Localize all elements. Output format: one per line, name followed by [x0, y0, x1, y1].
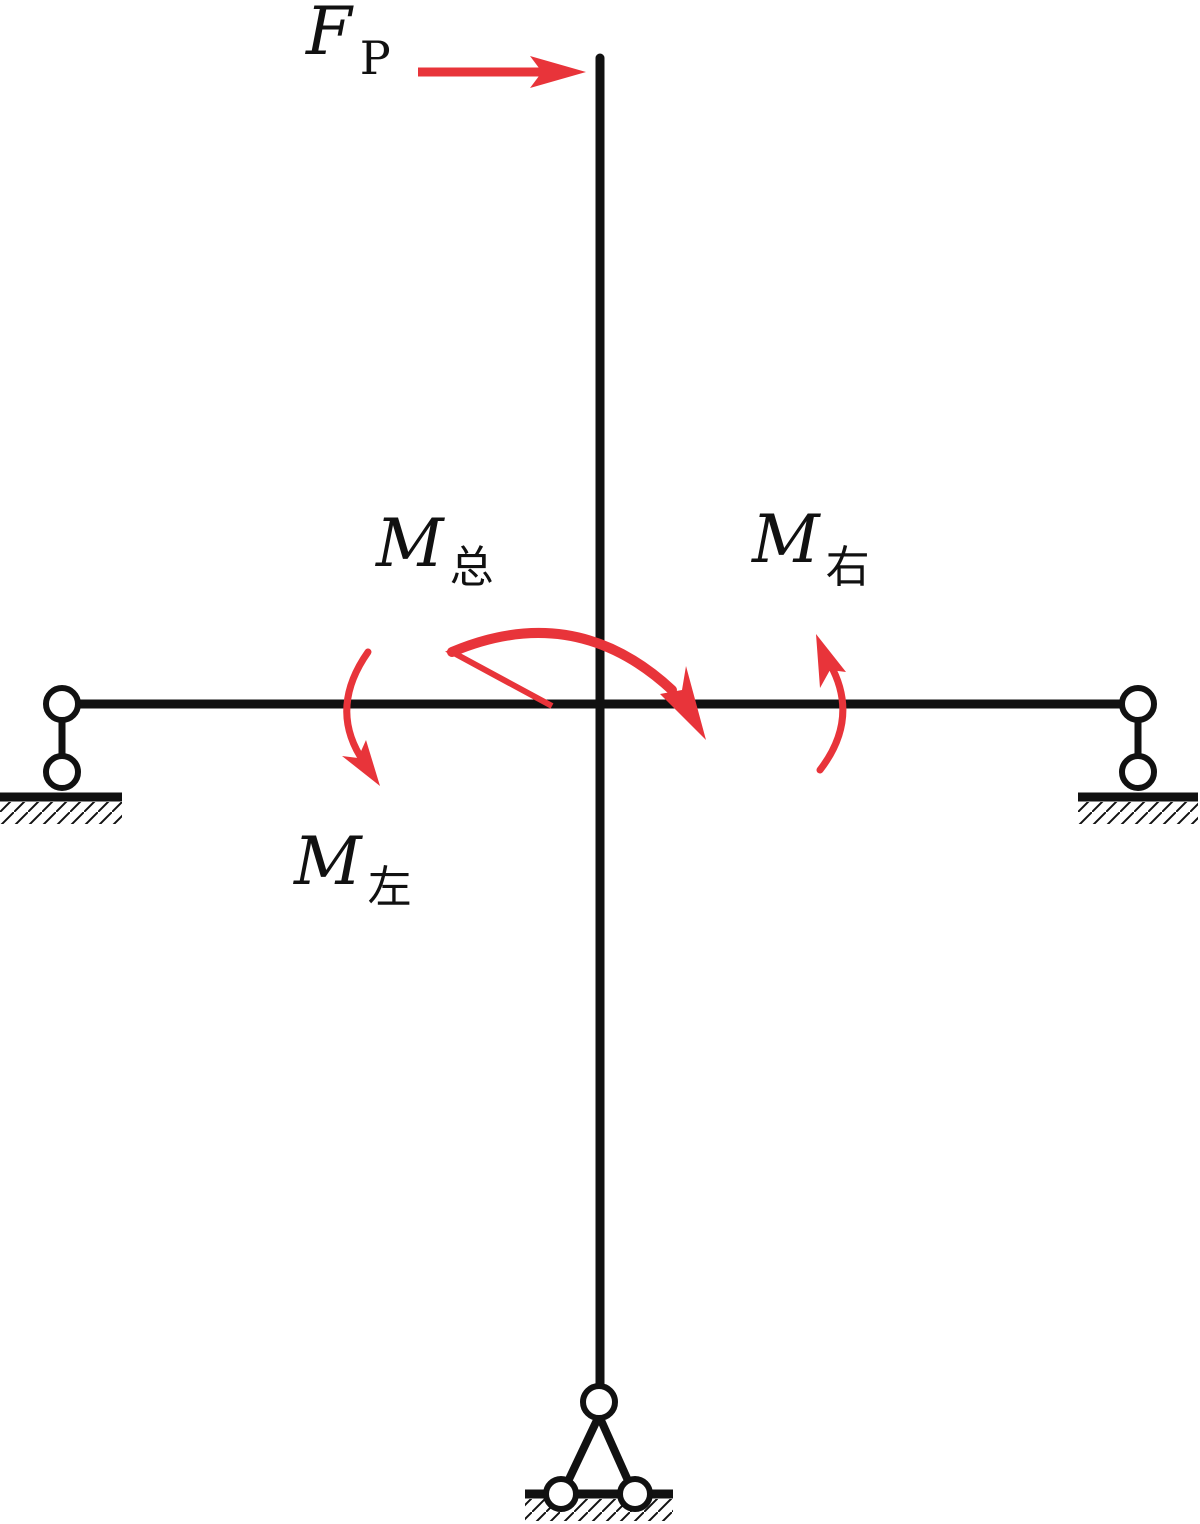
moment-total-arrow — [445, 627, 706, 740]
moment-right-arrow — [816, 634, 847, 774]
force-arrow — [418, 56, 586, 88]
moment-right-label-main: M — [751, 501, 821, 578]
force-label-sub: P — [360, 31, 391, 85]
moment-total-label-sub: 总 — [450, 542, 494, 593]
roller-support-icon — [0, 685, 122, 824]
pin-support-icon — [525, 1383, 673, 1521]
moment-left-arrow — [342, 648, 380, 786]
moment-left-label-sub: 左 — [368, 862, 412, 913]
moment-total-label-main: M — [375, 505, 445, 582]
roller-support-icon — [1078, 685, 1198, 824]
force-label-main: F — [305, 0, 354, 70]
moment-right-label-sub: 右 — [826, 542, 870, 593]
moment-left-label-main: M — [293, 823, 363, 900]
